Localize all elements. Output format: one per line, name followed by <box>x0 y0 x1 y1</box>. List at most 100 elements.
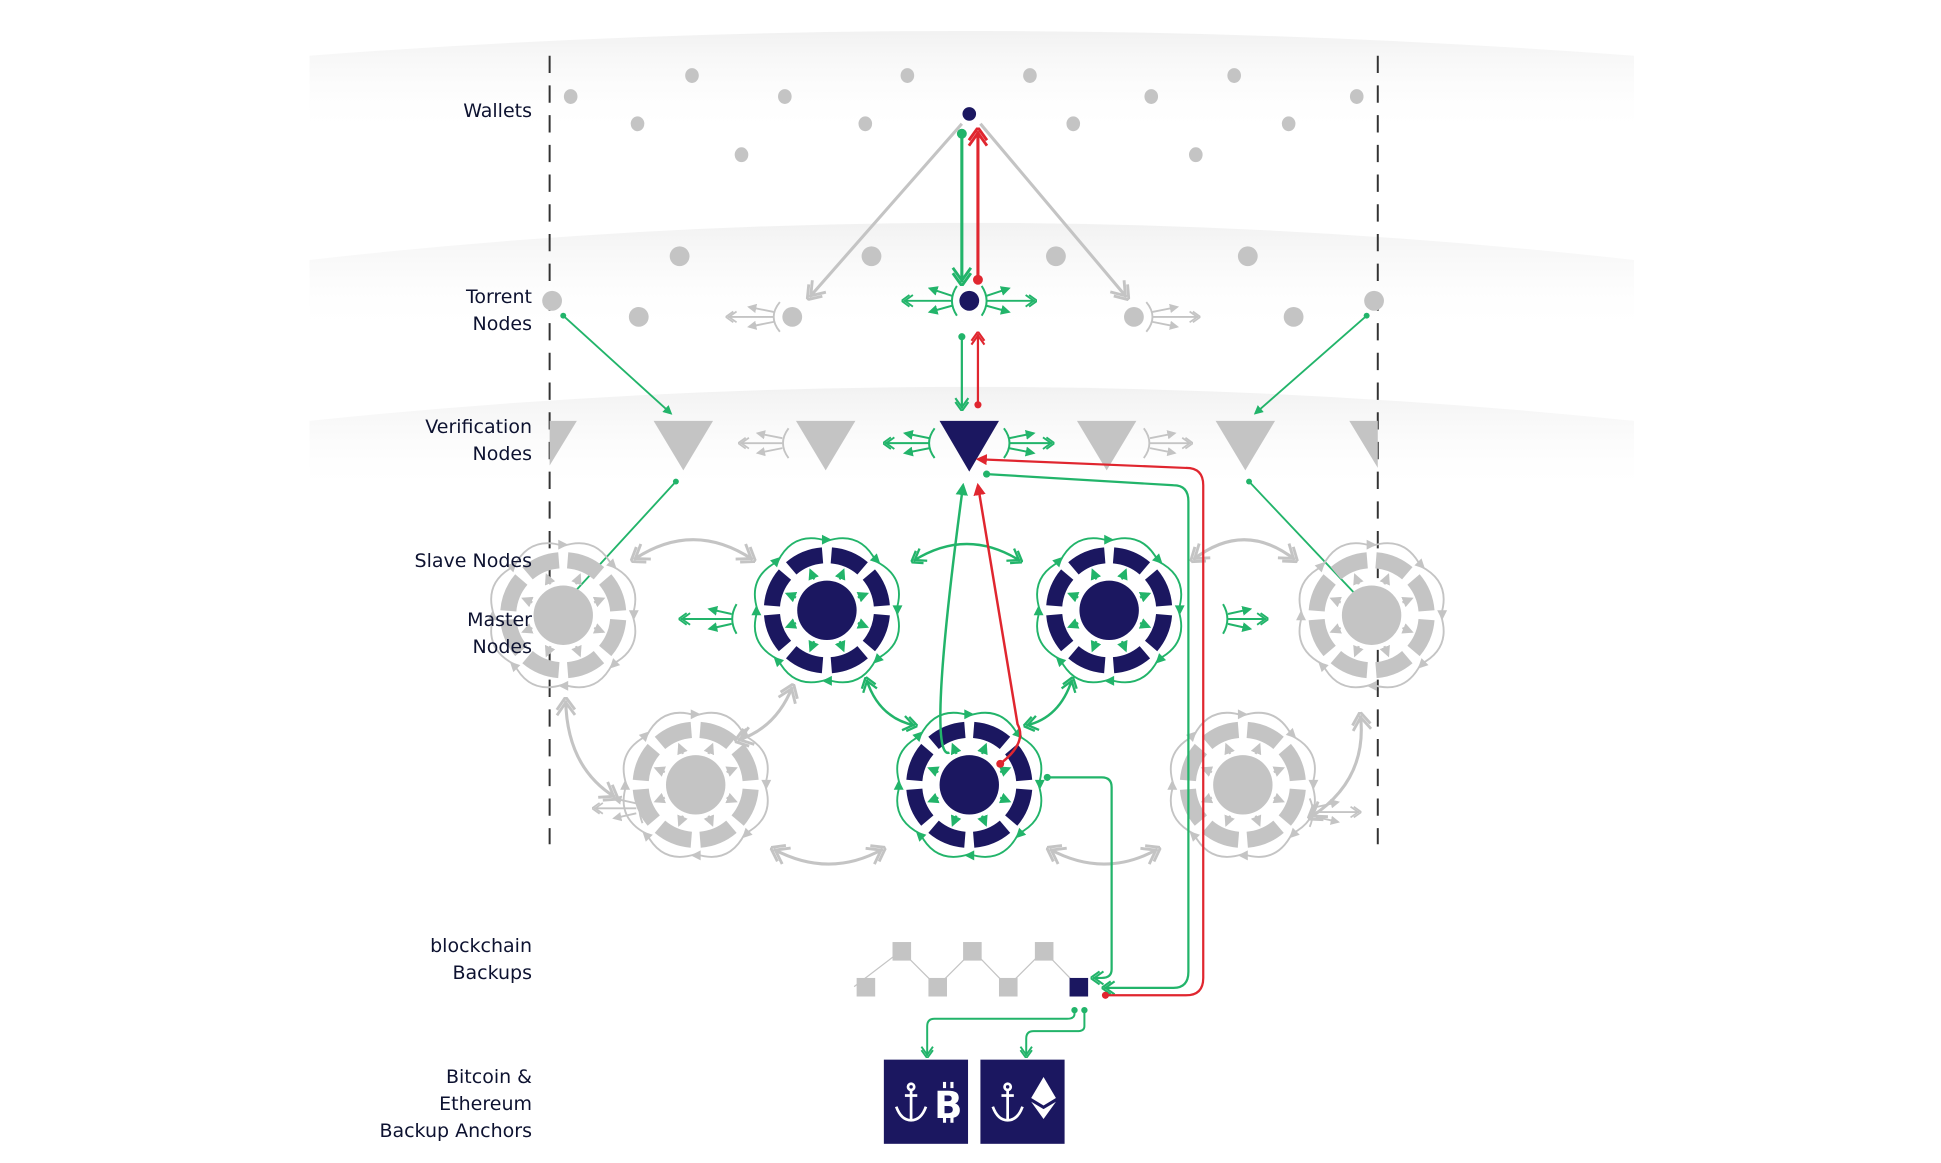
bitcoin-icon: B <box>934 1084 962 1127</box>
radial-arrow <box>950 742 962 756</box>
backup-block <box>928 977 947 997</box>
radial-arrow <box>571 644 582 658</box>
gray-cluster-link-arrows <box>566 538 1362 866</box>
slave-node-segment <box>1068 646 1106 674</box>
slave-node-segment <box>599 618 627 657</box>
slave-node-segment <box>1407 618 1435 657</box>
inactive-master-node-cluster <box>620 709 772 861</box>
torrent-broadcast-icon <box>904 285 1035 317</box>
radial-arrow <box>1224 814 1235 827</box>
slave-node-segment <box>1278 788 1306 826</box>
radial-arrow <box>653 792 667 804</box>
cluster-outline-arrowhead <box>690 709 701 720</box>
radial-arrow <box>998 792 1012 804</box>
gray-cluster-broadcast-icons <box>594 793 1359 828</box>
cluster-outline-arrowhead <box>628 610 639 621</box>
slave-node-segment <box>1201 721 1240 750</box>
slave-node-segment <box>1246 721 1284 750</box>
wallet-peer-dot <box>1023 68 1037 83</box>
cluster-outline-arrowhead <box>1174 605 1185 616</box>
cluster-outline-arrowhead <box>558 680 569 691</box>
slave-node-segment <box>1375 552 1413 580</box>
radial-arrow <box>1379 573 1390 586</box>
cluster-outline-arrowhead <box>964 850 975 861</box>
cluster-outline-arrowhead <box>893 779 904 790</box>
radial-arrow <box>1353 573 1364 586</box>
cluster-outline-arrowhead <box>1237 709 1248 720</box>
radial-arrow <box>1090 639 1102 653</box>
radial-arrow <box>521 596 534 608</box>
cluster-outline-arrowhead <box>1296 610 1306 621</box>
master-to-verification-request-arrow <box>939 482 968 754</box>
cluster-outline-arrowhead <box>1104 675 1115 686</box>
master-node-core <box>665 755 726 815</box>
backup-block <box>892 942 912 961</box>
cluster-outline-arrowhead <box>487 610 498 621</box>
backup-to-ethereum-anchor-arrow <box>1026 1010 1084 1056</box>
radial-arrow <box>592 623 606 634</box>
backup-to-verification-red-route <box>975 454 1205 999</box>
slave-node-segment <box>599 574 627 612</box>
wallet-peer-dot <box>734 147 749 163</box>
backup-block <box>998 977 1018 997</box>
radial-arrow <box>1138 591 1152 603</box>
cluster-outline-arrowhead <box>642 831 653 842</box>
master-node-core <box>1341 585 1402 645</box>
slave-node-segment <box>731 788 759 826</box>
backup-block <box>963 942 982 961</box>
radial-arrow <box>784 591 798 603</box>
master-node-core <box>939 755 999 815</box>
slave-node-segment <box>567 552 605 580</box>
cluster-outline-arrowhead <box>869 553 881 564</box>
radial-arrow <box>950 814 962 827</box>
slave-node-segment <box>632 743 660 782</box>
backup-block <box>1034 942 1054 961</box>
radial-arrow <box>784 618 798 629</box>
slave-node-segment <box>830 547 868 575</box>
radial-arrow <box>1379 644 1390 658</box>
slave-node-segment <box>1068 547 1106 575</box>
slave-node-segment <box>1112 547 1151 575</box>
cluster-outline-arrowhead <box>751 605 762 616</box>
slave-node-segment <box>654 820 692 848</box>
slave-node-segment <box>1375 651 1413 679</box>
radial-arrow <box>808 639 819 653</box>
slave-node-segment <box>1005 743 1033 782</box>
cluster-outline-arrowhead <box>761 779 772 790</box>
slave-node-segment <box>1046 614 1074 652</box>
slave-node-segment <box>830 646 868 674</box>
radial-arrow <box>544 573 556 586</box>
wallet-peer-dot <box>630 116 645 132</box>
wallet-peer-dot <box>858 116 873 132</box>
slave-node-segment <box>928 820 966 848</box>
radial-arrow <box>834 639 846 653</box>
inactive-master-node-cluster <box>1296 539 1448 691</box>
label-backup-anchors: Bitcoin & Ethereum Backup Anchors <box>379 1066 532 1142</box>
radial-arrow <box>725 766 738 777</box>
master-node-core <box>533 585 593 645</box>
wallet-peer-dot <box>1281 116 1296 132</box>
label-slave-nodes: Slave Nodes <box>414 550 532 572</box>
slave-node-segment <box>567 651 605 679</box>
wallet-peer-dot <box>1144 89 1159 104</box>
cluster-outline-arrowhead <box>873 653 884 664</box>
radial-arrow <box>592 596 606 608</box>
master-to-verification-return-arrow <box>973 482 1022 768</box>
torrent-peer-broadcast-icons <box>728 301 1198 333</box>
radial-arrow <box>1272 792 1285 804</box>
active-master-node-cluster <box>1033 534 1185 686</box>
cluster-outline-arrowhead <box>1104 534 1115 545</box>
slave-node-segment <box>973 820 1011 848</box>
cluster-outline-arrowhead <box>821 675 832 686</box>
master-node-core <box>797 580 857 640</box>
active-master-node-cluster <box>893 709 1045 861</box>
radial-arrow <box>1250 742 1262 756</box>
ethereum-icon <box>1031 1076 1056 1120</box>
radial-arrow <box>856 618 870 629</box>
cluster-outline-arrowhead <box>620 779 631 790</box>
radial-arrow <box>703 814 715 827</box>
slave-node-segment <box>1005 788 1033 826</box>
slave-node-segment <box>500 574 528 612</box>
slave-node-segment <box>1278 743 1306 782</box>
wallet-peer-dot <box>563 89 578 104</box>
